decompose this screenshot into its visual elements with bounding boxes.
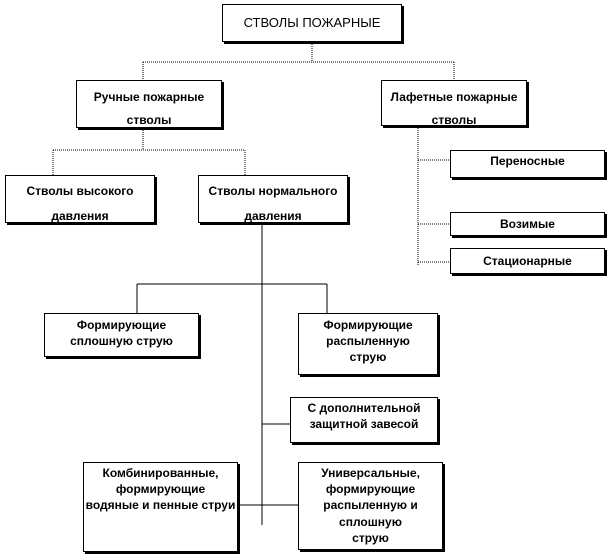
monitor-nozzles-box: Лафетные пожарные стволы [381,80,527,127]
normal-pressure-box: Стволы нормального давления [198,175,348,223]
spray-jet-box: Формирующие распыленную струю [298,313,438,375]
monitor-nozzles-label: Лафетные пожарные стволы [390,90,518,127]
portable-box: Переносные [450,150,605,178]
high-pressure-box: Стволы высокого давления [5,175,155,223]
solid-jet-box: Формирующие сплошную струю [44,313,199,357]
solid-jet-label: Формирующие сплошную струю [70,318,173,349]
combined-label: Комбинированные, формирующие водяные и п… [85,466,236,513]
transportable-label: Возимые [500,217,555,231]
transportable-box: Возимые [450,212,605,236]
curtain-label: С дополнительной защитной завесой [307,401,421,432]
stationary-box: Стационарные [450,248,605,274]
spray-jet-label: Формирующие распыленную струю [323,318,413,365]
manual-nozzles-label: Ручные пожарные стволы [93,90,205,127]
portable-label: Переносные [490,154,565,168]
manual-nozzles-box: Ручные пожарные стволы [76,80,222,128]
universal-label: Универсальные, формирующие распыленную и… [321,466,420,545]
normal-pressure-label: Стволы нормального давления [208,184,338,224]
universal-box: Универсальные, формирующие распыленную и… [298,462,443,550]
title-text: СТВОЛЫ ПОЖАРНЫЕ [243,15,381,31]
combined-box: Комбинированные, формирующие водяные и п… [83,462,238,552]
high-pressure-label: Стволы высокого давления [26,184,134,224]
title-box: СТВОЛЫ ПОЖАРНЫЕ [222,4,402,42]
curtain-box: С дополнительной защитной завесой [290,397,438,443]
stationary-label: Стационарные [483,254,572,268]
